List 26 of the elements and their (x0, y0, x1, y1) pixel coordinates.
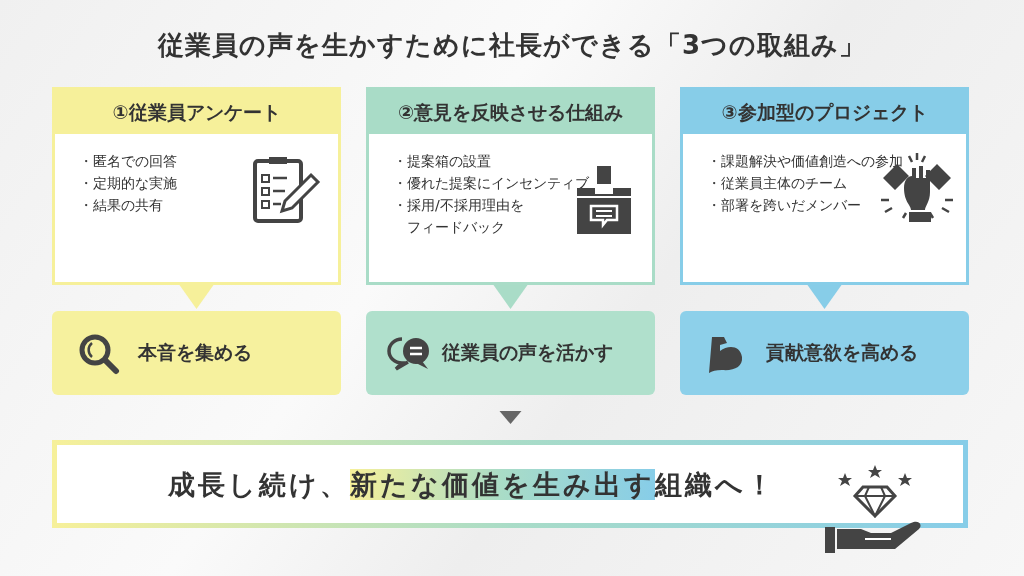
result-box (52, 311, 341, 395)
box-label: 従業員の声を活かす (442, 340, 613, 365)
result-box (680, 311, 969, 395)
info-card (52, 87, 341, 285)
card-header: ①従業員アンケート (55, 90, 338, 134)
card-header: ③参加型のプロジェクト (683, 90, 966, 134)
list-item: ・定期的な実施 (79, 174, 178, 193)
list-item: ・結果の共有 (79, 196, 164, 215)
list-item: ・匿名での回答 (79, 152, 178, 171)
page-title: 従業員の声を生かすために社長ができる「3つの取組み」 (156, 29, 868, 62)
list-item: ・課題解決や価値創造への参加 (707, 152, 904, 171)
info-card (366, 87, 655, 285)
pointer-arrow (807, 285, 842, 309)
list-item: ・従業員主体のチーム (707, 174, 848, 193)
card-header: ②意見を反映させる仕組み (369, 90, 652, 134)
result-box (366, 311, 655, 395)
pointer-arrow (179, 285, 214, 309)
pointer-arrow (493, 285, 528, 309)
pointer-arrow (499, 411, 522, 424)
box-label: 本音を集める (138, 340, 252, 365)
list-item: ・採用/不採用理由をフィードバック (393, 196, 525, 237)
goal-text: 成長し続け、新たな価値を生み出す組織へ！ (167, 468, 777, 502)
box-label: 貢献意欲を高める (766, 340, 918, 365)
list-item: ・部署を跨いだメンバー (707, 196, 862, 215)
list-item: ・提案箱の設置 (393, 152, 492, 171)
info-card (680, 87, 969, 285)
